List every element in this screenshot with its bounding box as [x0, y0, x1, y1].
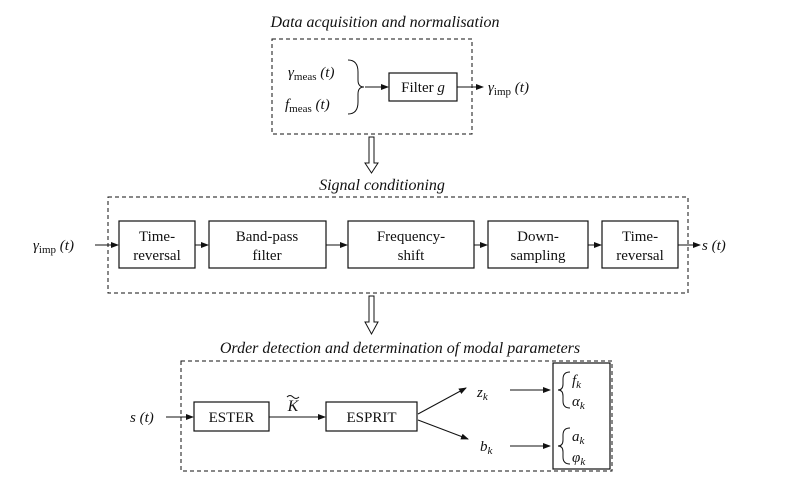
a-k-label: ak — [572, 429, 586, 447]
down-sampling-block — [487, 220, 589, 269]
block-1-line2: reversal — [133, 248, 180, 264]
filter-g-label: Filter g — [401, 80, 445, 96]
block-1-line1: Time- — [139, 229, 175, 245]
band-pass-filter-block — [208, 220, 327, 269]
esprit-block — [325, 401, 418, 432]
acquisition-title: Data acquisition and normalisation — [270, 14, 500, 31]
phi-k-label: φk — [572, 450, 586, 468]
alpha-k-label: αk — [572, 394, 586, 412]
block-4-line2: sampling — [511, 248, 566, 264]
block-4-line1: Down- — [517, 229, 559, 245]
gamma-meas-label: γmeas (t) — [288, 65, 334, 83]
brace-upper — [557, 371, 571, 409]
gamma-imp-output-label: γimp (t) — [488, 80, 529, 98]
arrow-esprit-b — [417, 419, 469, 440]
gamma-imp-input-label: γimp (t) — [33, 238, 74, 256]
block-5-line2: reversal — [616, 248, 663, 264]
ester-block — [193, 401, 270, 432]
filter-g-block — [388, 72, 458, 102]
f-k-label: fk — [572, 373, 582, 391]
conditioning-title: Signal conditioning — [319, 177, 445, 194]
f-meas-label: fmeas (t) — [285, 97, 330, 115]
order-frame — [180, 360, 613, 472]
down-arrow-1 — [364, 136, 379, 174]
time-reversal-block-2 — [601, 220, 679, 269]
modal-parameters-box — [552, 362, 611, 470]
s-t-output-label: s (t) — [702, 238, 726, 254]
time-reversal-block-1 — [118, 220, 196, 269]
b-k-label: bk — [480, 439, 494, 457]
block-3-line2: shift — [398, 248, 426, 264]
brace-lower — [557, 427, 571, 465]
order-title: Order detection and determination of mod… — [220, 340, 580, 357]
frequency-shift-block — [347, 220, 475, 269]
down-arrow-2 — [364, 295, 379, 336]
ester-label: ESTER — [209, 410, 255, 426]
k-tilde-mark — [286, 395, 300, 399]
z-k-label: zk — [476, 385, 489, 403]
block-5-line1: Time- — [622, 229, 658, 245]
k-estimate-label: K — [287, 398, 300, 415]
block-2-line2: filter — [252, 248, 281, 264]
input-brace — [347, 59, 365, 115]
block-2-line1: Band-pass — [236, 229, 299, 245]
esprit-label: ESPRIT — [346, 410, 396, 426]
arrow-esprit-z — [417, 387, 467, 415]
s-t-input-label: s (t) — [130, 410, 154, 426]
block-3-line1: Frequency- — [377, 229, 445, 245]
